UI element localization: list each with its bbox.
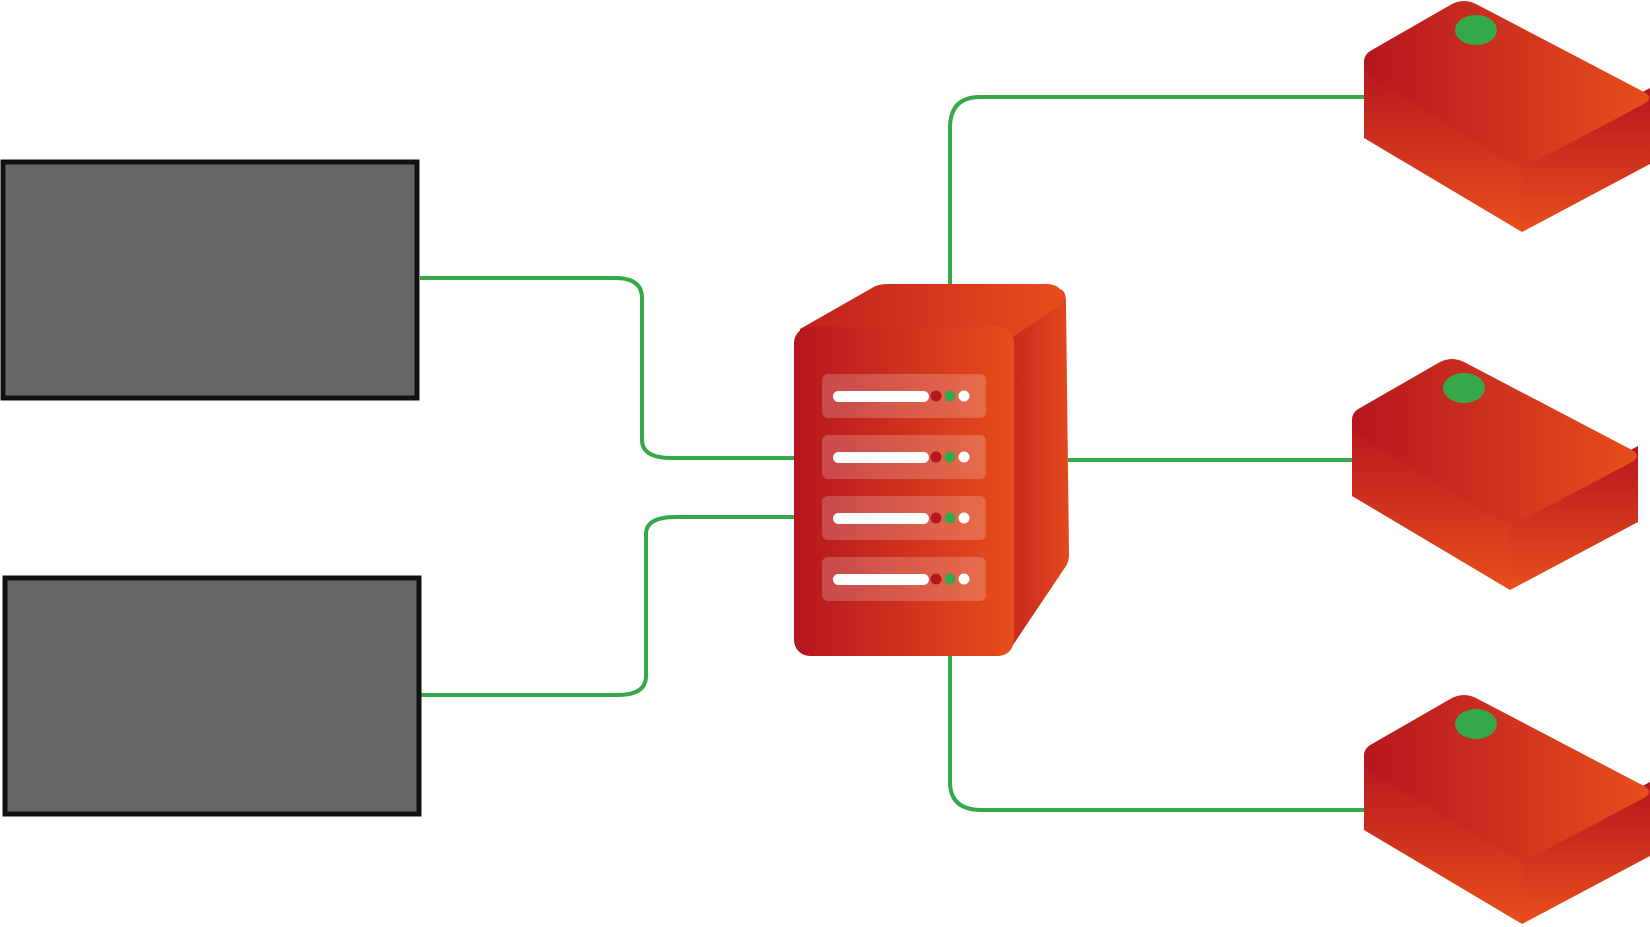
server-drive-slot: [822, 374, 986, 418]
server-drive-slot: [822, 557, 986, 601]
node-box-right-face: [1522, 88, 1650, 232]
drive-slot-bar: [833, 391, 929, 402]
drive-slot-white-led: [958, 390, 970, 402]
connection-client-2-to-server: [421, 515, 796, 697]
node-3-icon: [1364, 695, 1650, 924]
drive-slot-white-led: [958, 573, 970, 585]
drive-slot-bar: [833, 452, 929, 463]
drive-slot-red-led: [930, 390, 942, 402]
node-box-right-face: [1510, 446, 1638, 590]
drive-slot-green-led: [944, 573, 956, 585]
connections: [420, 95, 1366, 812]
connection-server-to-node-1: [948, 95, 1366, 285]
client-1-box: [0, 159, 420, 401]
node-1-icon: [1364, 1, 1650, 232]
node-status-led-icon: [1455, 15, 1497, 45]
drive-slot-white-led: [958, 451, 970, 463]
node-box-top-face: [1364, 695, 1649, 859]
node-box-right-face: [1522, 782, 1650, 924]
connection-server-to-node-3: [948, 655, 1366, 812]
drive-slot-red-led: [930, 512, 942, 524]
drive-slot-red-led: [930, 451, 942, 463]
drive-slot-white-led: [958, 512, 970, 524]
node-box-left-face: [1364, 756, 1522, 924]
server-drive-slot: [822, 496, 986, 540]
node-box-top-face: [1352, 359, 1637, 523]
connection-client-1-to-server: [420, 276, 796, 460]
server-drive-slot: [822, 435, 986, 479]
node-status-led-icon: [1443, 373, 1485, 403]
node-box-left-face: [1364, 62, 1522, 232]
drive-slot-bar: [833, 513, 929, 524]
drive-slot-red-led: [930, 573, 942, 585]
server-drive-slots: [822, 374, 986, 601]
client-2-box: [2, 575, 422, 817]
node-2-icon: [1352, 359, 1638, 590]
node-box-top-face: [1364, 1, 1649, 165]
server-tower-icon: [794, 284, 1069, 656]
drive-slot-green-led: [944, 512, 956, 524]
drive-slot-bar: [833, 574, 929, 585]
node-status-led-icon: [1455, 709, 1497, 739]
drive-slot-green-led: [944, 451, 956, 463]
node-box-left-face: [1352, 420, 1510, 590]
drive-slot-green-led: [944, 390, 956, 402]
server-front-face: [794, 327, 1014, 656]
